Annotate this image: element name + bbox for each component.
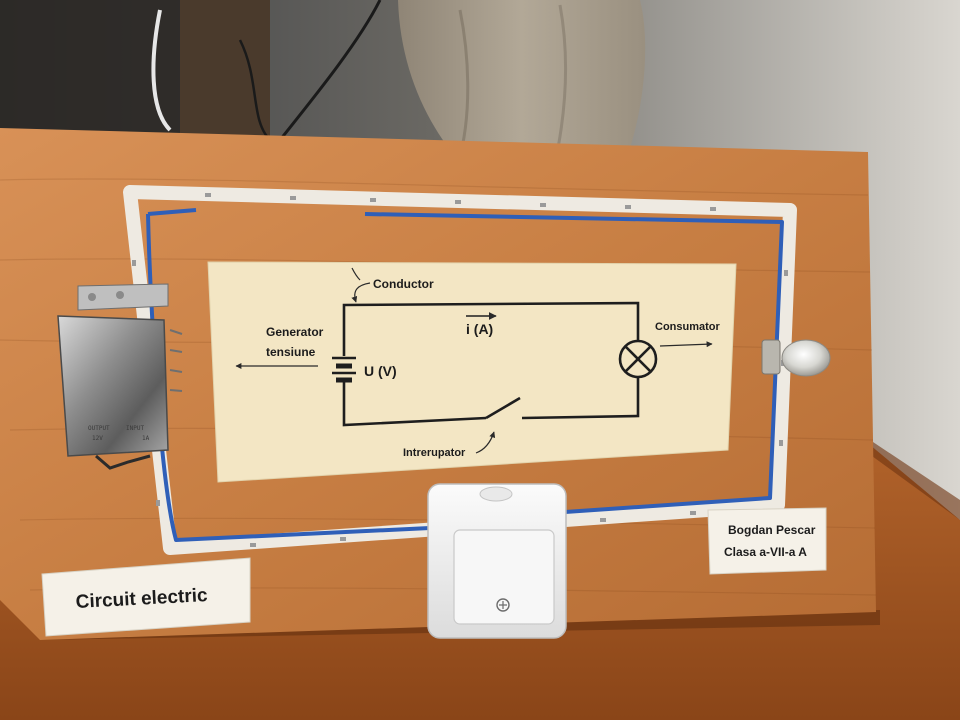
title-card xyxy=(41,557,251,637)
ps-output-label: OUTPUT xyxy=(88,425,110,432)
ps-input-label: INPUT xyxy=(126,425,144,432)
light-bulb xyxy=(761,339,831,377)
black-cable xyxy=(278,0,382,141)
black-cable-2 xyxy=(238,39,271,141)
switch-symbol-cross xyxy=(499,601,507,609)
left-bottom-wire xyxy=(342,380,487,427)
ps-terminals xyxy=(169,329,183,392)
author-card xyxy=(707,507,827,575)
curtain-fold xyxy=(458,9,470,149)
lamp-symbol xyxy=(618,339,658,379)
author-class: Clasa a-VII-a A xyxy=(724,545,807,559)
circuit-schematic xyxy=(342,301,640,427)
label-generator-line1: Generator xyxy=(266,325,324,339)
author-name: Bogdan Pescar xyxy=(728,523,816,537)
top-wire xyxy=(342,301,640,356)
power-supply-body xyxy=(57,315,169,457)
diagram-paper xyxy=(207,261,737,483)
bulb-socket xyxy=(761,339,781,375)
label-consumer: Consumator xyxy=(655,321,721,333)
screw-icon xyxy=(88,293,96,301)
label-conductor: Conductor xyxy=(373,277,434,291)
wall-switch[interactable] xyxy=(427,483,567,639)
ps-wires xyxy=(95,454,151,470)
switch-cable-gland xyxy=(479,486,513,502)
ps-output-value: 12V xyxy=(92,435,103,442)
label-current: i (A) xyxy=(466,321,493,337)
switch-rocker[interactable] xyxy=(453,529,555,625)
white-cable xyxy=(151,9,172,132)
label-generator-line2: tensiune xyxy=(266,345,316,359)
power-supply: OUTPUT INPUT 12V 1A xyxy=(57,283,183,470)
right-bottom-wire xyxy=(521,378,640,420)
switch-symbol-icon xyxy=(496,598,510,612)
bulb-glass xyxy=(781,339,831,377)
pointer-lines xyxy=(235,267,713,454)
battery-symbol xyxy=(332,356,356,383)
furniture-side xyxy=(180,0,270,140)
label-voltage: U (V) xyxy=(364,363,397,379)
switch-lever xyxy=(485,396,521,420)
curtain xyxy=(398,0,646,150)
curtain-fold-2 xyxy=(556,4,568,149)
label-switch: Intrerupator xyxy=(403,447,466,459)
ps-input-value: 1A xyxy=(142,435,150,442)
screw-icon-2 xyxy=(116,291,124,299)
